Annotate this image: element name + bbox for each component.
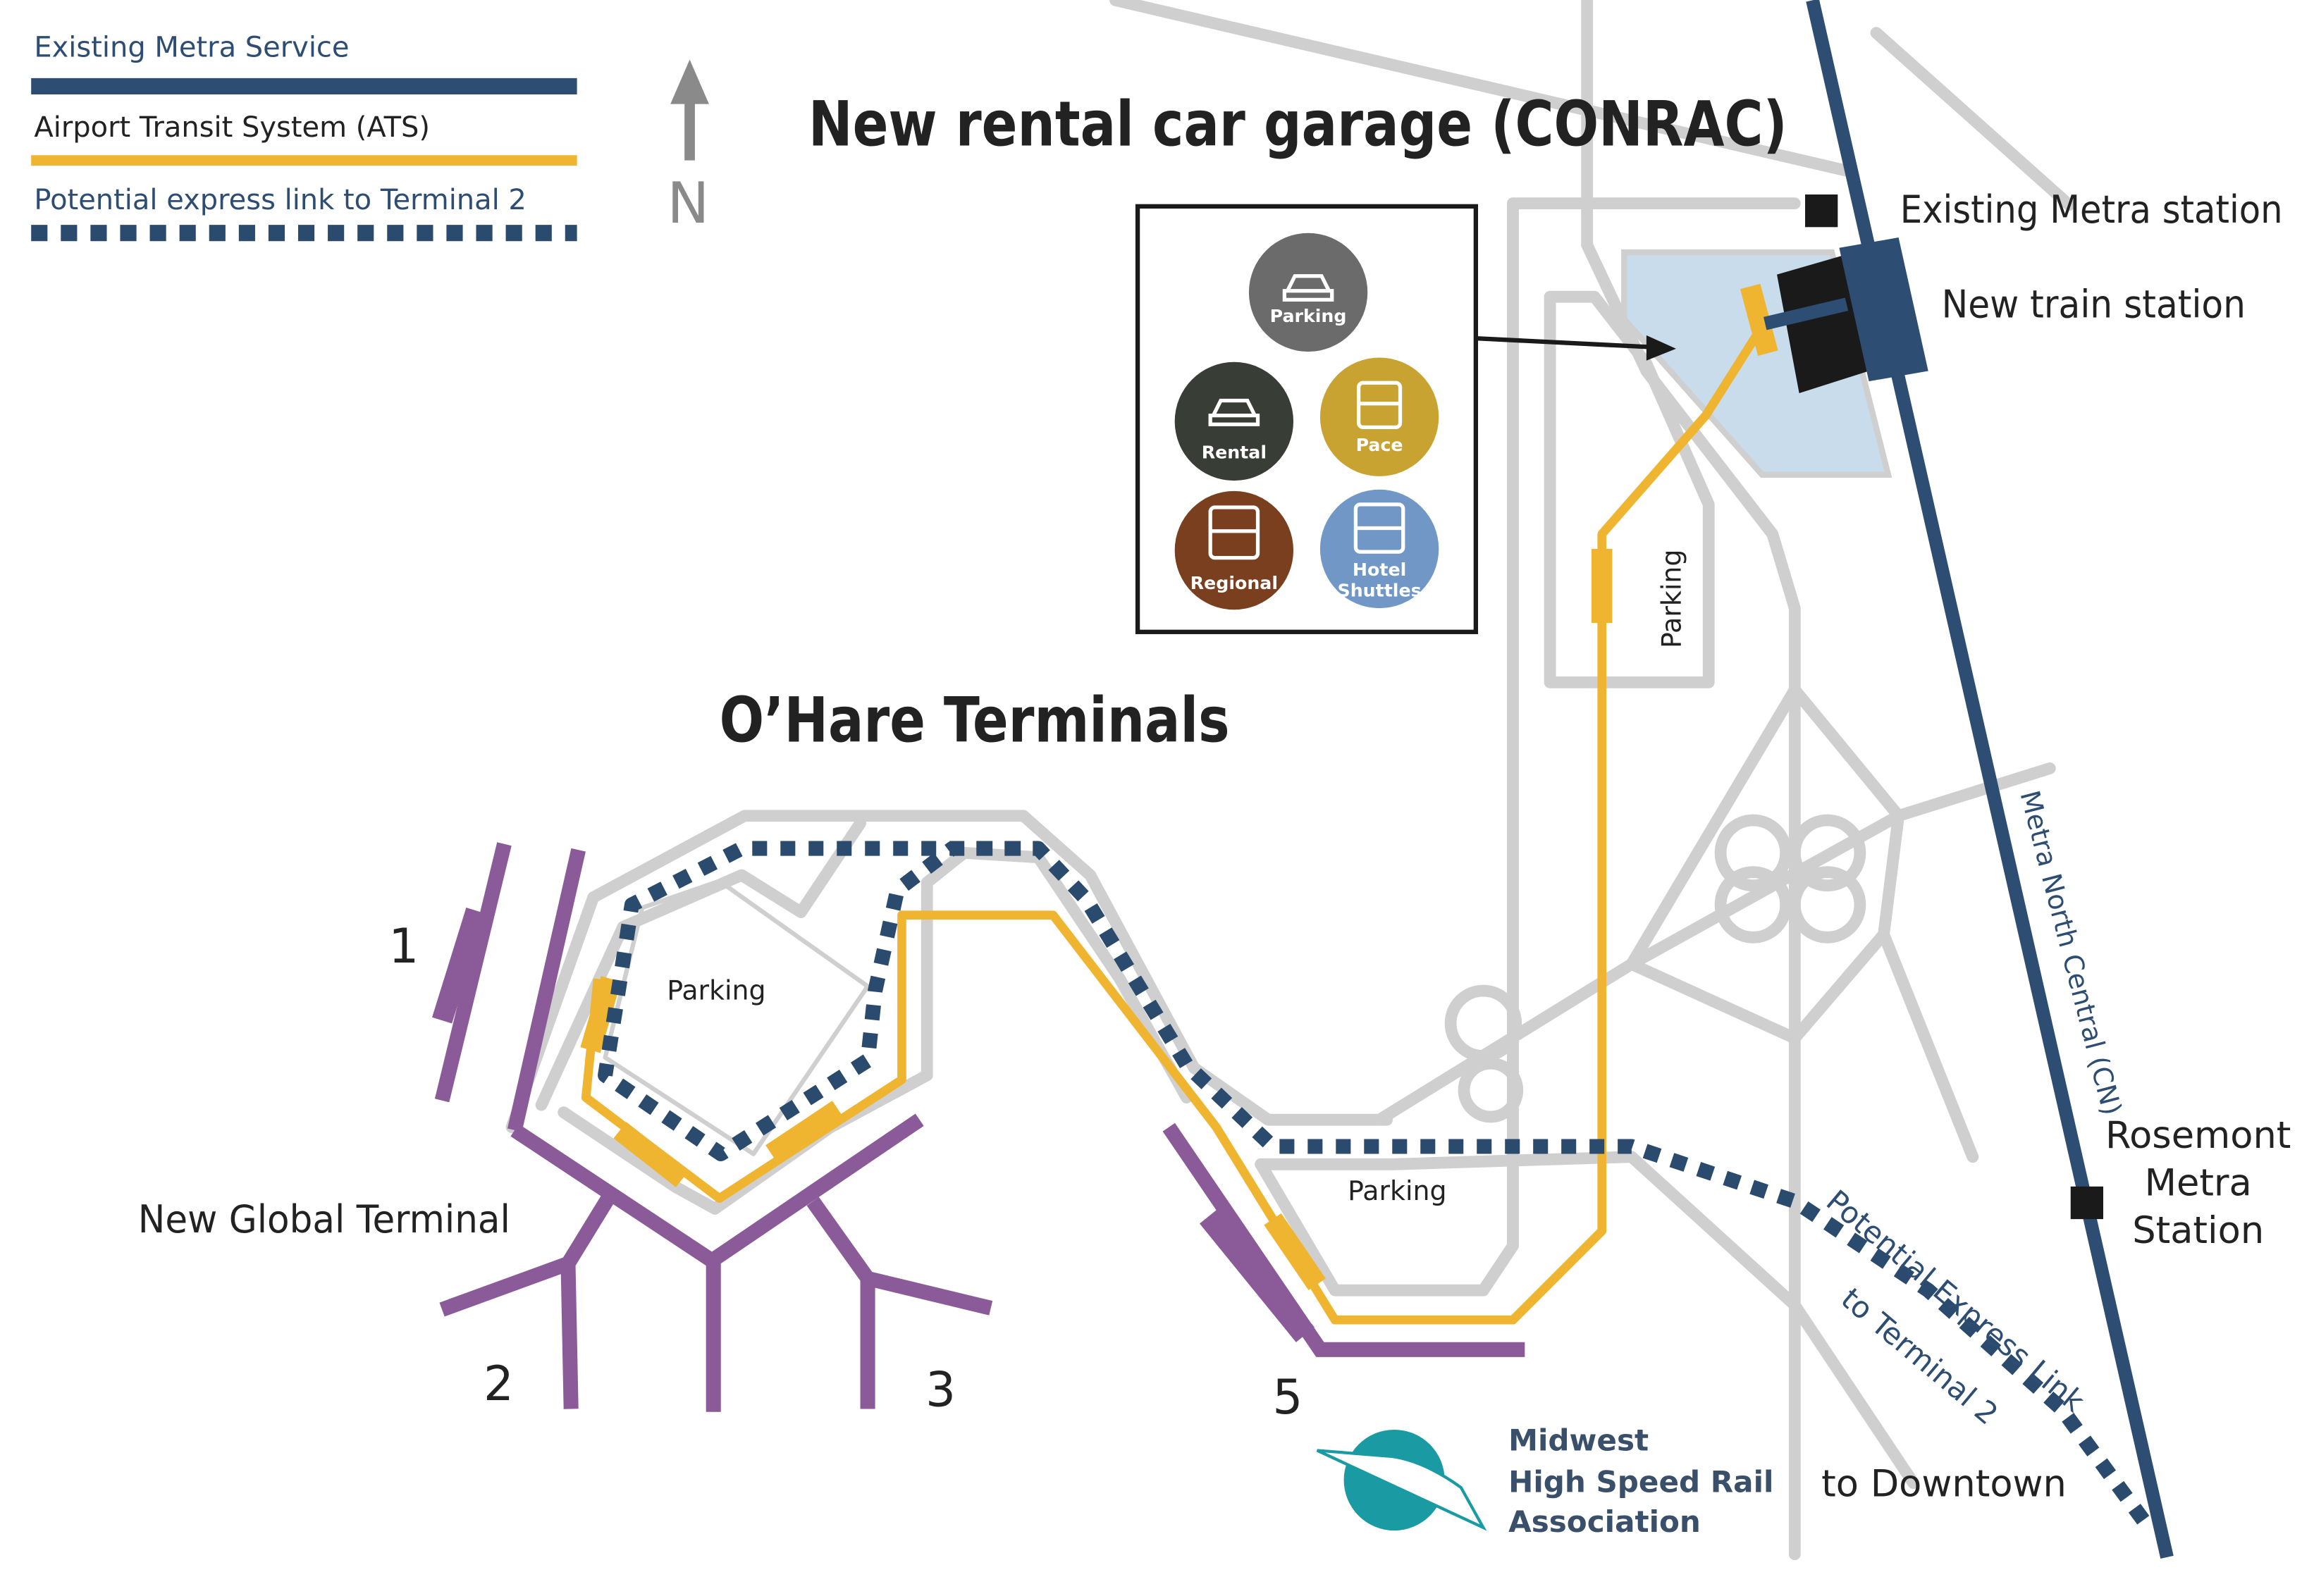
regional-service-label: Regional (1190, 573, 1278, 593)
legend-ats-label: Airport Transit System (ATS) (34, 111, 430, 144)
parking-t5-label: Parking (1348, 1175, 1446, 1206)
roads (505, 0, 2076, 1561)
parking-vertical-label: Parking (1656, 550, 1687, 648)
compass: N (667, 59, 710, 236)
compass-label: N (667, 171, 710, 236)
legend-express-label: Potential express link to Terminal 2 (34, 184, 526, 216)
terminal-3-label: 3 (925, 1361, 956, 1417)
hotel-shuttles-label-1: Hotel (1353, 559, 1406, 580)
hotel-shuttles-label-2: Shuttles (1338, 580, 1422, 600)
terminal-buildings (432, 842, 1525, 1412)
rental-circle (1174, 361, 1294, 481)
mhsra-logo: Midwest High Speed Rail Association (1316, 1423, 1773, 1539)
hotel-shuttles-circle (1319, 489, 1439, 609)
parking-service-label: Parking (1270, 306, 1347, 326)
rosemont-label-1: Rosemont (2105, 1114, 2291, 1157)
bus-icon (1353, 502, 1405, 554)
logo-line-2: High Speed Rail (1508, 1464, 1773, 1499)
terminal-2-label: 2 (484, 1356, 514, 1411)
rosemont-station-marker (2070, 1186, 2104, 1220)
new-global-terminal-label: New Global Terminal (138, 1196, 510, 1242)
legend-metra-label: Existing Metra Service (34, 31, 349, 63)
express-link (598, 841, 2150, 1525)
rosemont-label-3: Station (2132, 1209, 2264, 1252)
car-icon (1282, 274, 1334, 302)
car-icon (1208, 398, 1260, 426)
existing-metra-station-label: Existing Metra station (1900, 187, 2283, 232)
terminal-1-label: 1 (388, 918, 419, 974)
logo-train-icon (1316, 1449, 1487, 1531)
pace-service-label: Pace (1356, 435, 1403, 455)
new-train-station-platform (1839, 237, 1928, 382)
new-train-station-building (1777, 255, 1869, 394)
pace-circle (1319, 357, 1439, 476)
arrowhead-icon (1646, 335, 1676, 361)
terminals-title: O’Hare Terminals (720, 684, 1230, 757)
conrac-services-box: Parking Rental Pace Regional Hotel Shutt… (1135, 204, 1676, 634)
legend: Existing Metra Service Airport Transit S… (31, 31, 577, 242)
conrac-pointer-arrow (1475, 335, 1654, 349)
rental-service-label: Rental (1202, 443, 1267, 463)
conrac-title: New rental car garage (CONRAC) (808, 88, 1787, 161)
ats-line (581, 323, 1766, 1325)
regional-circle (1174, 490, 1294, 610)
existing-metra-station-marker (1805, 194, 1838, 228)
new-train-station-label: New train station (1942, 282, 2246, 327)
logo-line-1: Midwest (1508, 1423, 1649, 1457)
terminal-5-label: 5 (1273, 1369, 1303, 1425)
station-connector (1764, 297, 1849, 330)
rosemont-label-2: Metra (2145, 1161, 2252, 1204)
parking-hex-label: Parking (667, 975, 765, 1006)
bus-icon (1208, 505, 1260, 560)
logo-line-3: Association (1508, 1504, 1701, 1539)
ats-stations (580, 283, 1778, 1291)
bus-icon (1356, 381, 1403, 430)
to-downtown-label: to Downtown (1821, 1463, 2067, 1506)
north-arrowhead-icon (670, 59, 709, 104)
